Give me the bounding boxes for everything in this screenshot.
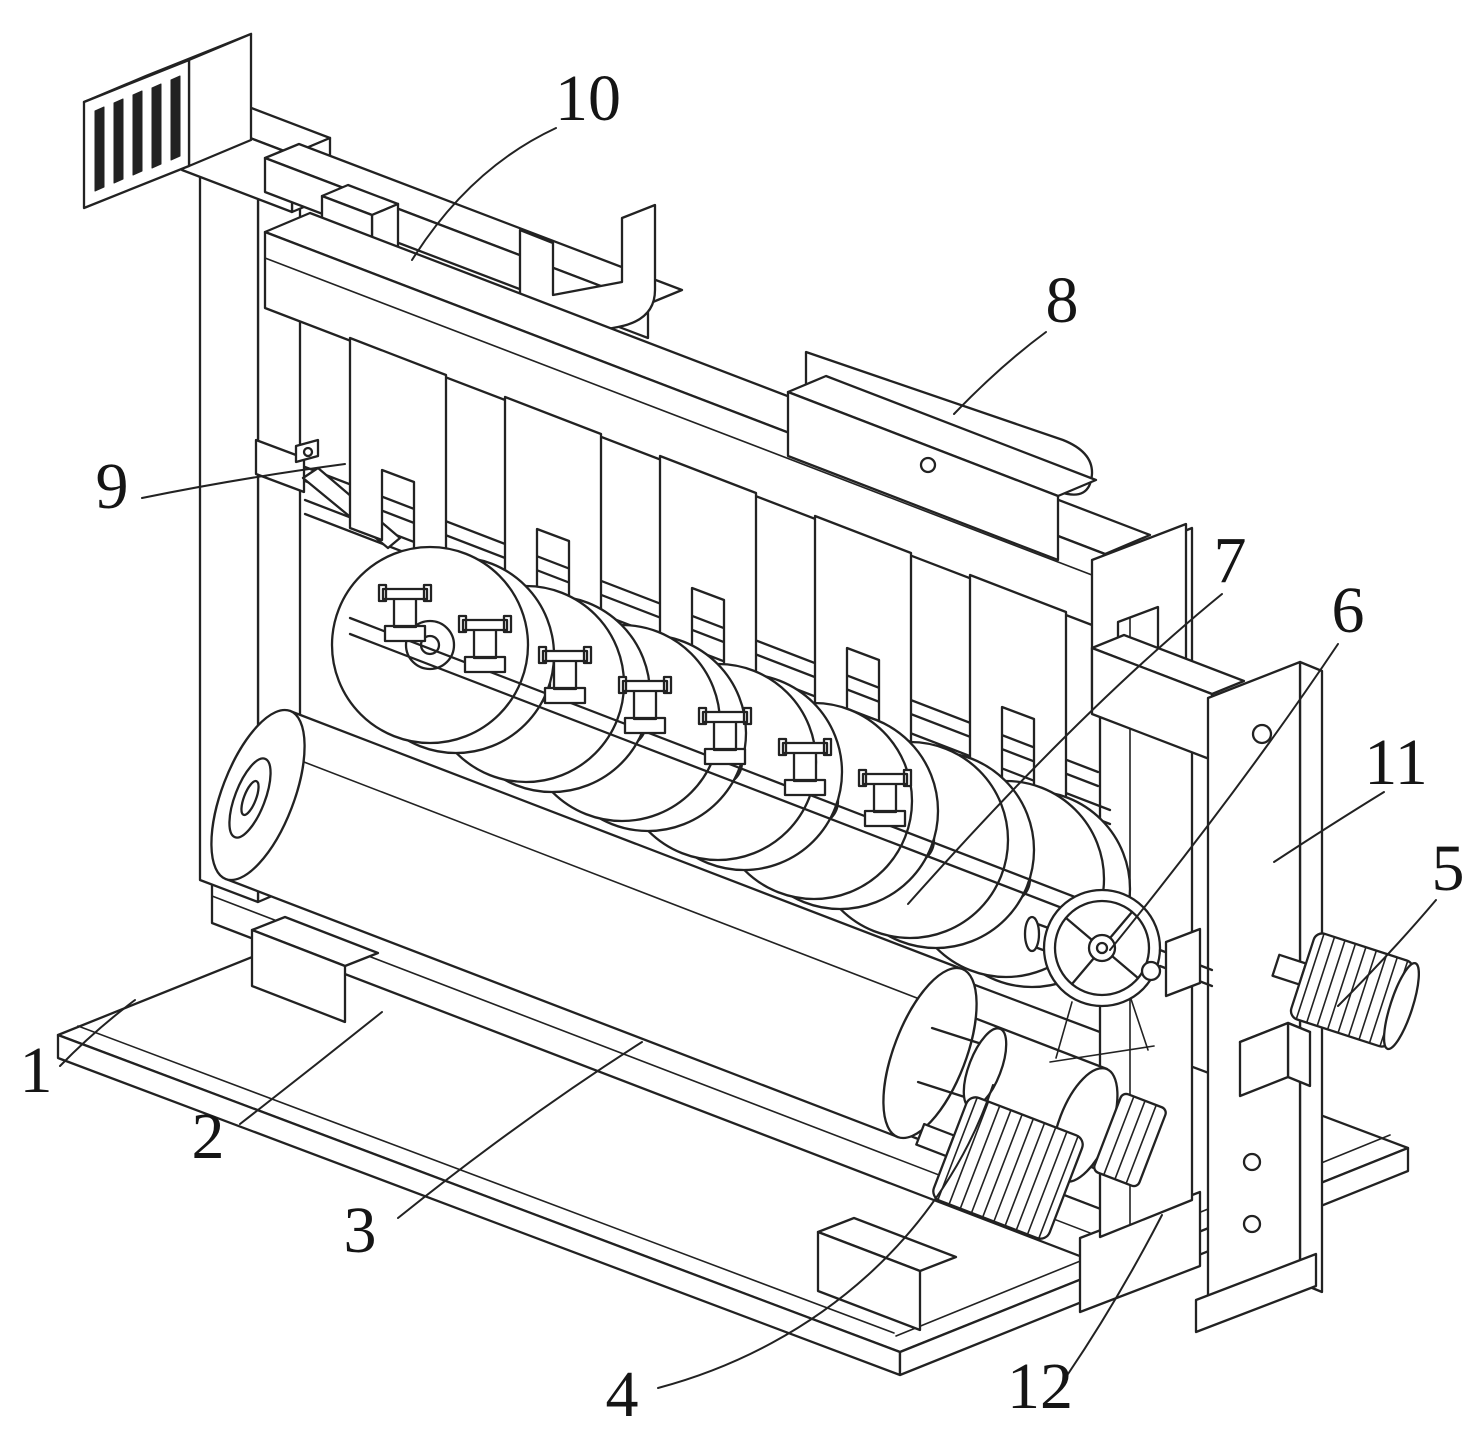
column-hole-mid [1242, 1152, 1262, 1172]
leader-lines [59, 127, 1437, 1389]
leader-line-10 [411, 127, 557, 261]
leader-line-8 [953, 331, 1047, 415]
side-motor [1271, 932, 1421, 1051]
column-knob-side [1286, 1021, 1312, 1088]
blade-clamp [457, 614, 513, 674]
blade-clamp [857, 768, 913, 828]
column-hole-top [1251, 723, 1273, 745]
main-beam-line [264, 257, 1106, 581]
hanger-strap [348, 336, 448, 566]
blade-clamp [777, 737, 833, 797]
leader-line-3 [397, 1041, 643, 1219]
leader-line-2 [239, 1011, 383, 1125]
guide-rail-end-block [254, 438, 306, 494]
drive-motor [915, 1096, 1084, 1240]
ref-label-5: 5 [1432, 832, 1465, 905]
handwheel-support [1049, 995, 1155, 1063]
handwheel-rim-inner [1053, 899, 1151, 997]
ref-labels: 1 2 3 4 5 6 7 8 9 10 11 12 [20, 62, 1465, 1431]
ref-label-7: 7 [1214, 524, 1247, 597]
right-column-front [1206, 660, 1302, 1321]
handwheel-hub-pin [1095, 941, 1109, 955]
ref-label-8: 8 [1046, 264, 1079, 337]
front-roller-hub [228, 757, 272, 839]
ref-label-4: 4 [606, 1358, 639, 1431]
handwheel-axle-end [1023, 915, 1041, 953]
left-pedestal-front [250, 928, 347, 1024]
leader-line-5 [1337, 899, 1437, 1007]
blade-clamp [697, 706, 753, 766]
guide-rail-pin [294, 438, 320, 464]
rear-coupler-fins [1102, 1095, 1158, 1185]
leader-line-12 [1067, 1214, 1163, 1375]
ref-label-10: 10 [555, 62, 621, 135]
blade-clamp [377, 583, 433, 643]
blade-clamps [377, 583, 913, 828]
handwheel-assembly [1023, 888, 1214, 1063]
drive-motor-body [932, 1096, 1084, 1240]
carriage-front [786, 390, 1060, 562]
ref-label-3: 3 [344, 1194, 377, 1267]
front-roller-shaft-end [240, 779, 260, 817]
guide-rail-pin-hole [302, 446, 314, 458]
leader-line-6 [1109, 643, 1339, 951]
handwheel-hub [1087, 933, 1117, 963]
leader-line-7 [907, 593, 1223, 905]
ref-label-11: 11 [1364, 726, 1428, 799]
ref-label-6: 6 [1332, 574, 1365, 647]
vent-slots-icon [94, 75, 181, 192]
ref-label-12: 12 [1007, 1350, 1073, 1423]
left-column [82, 32, 332, 904]
leader-line-1 [59, 999, 136, 1067]
leader-line-9 [141, 463, 346, 499]
front-roller-right-cap [882, 966, 978, 1140]
blade-clamp [617, 675, 673, 735]
leader-line-11 [1273, 791, 1385, 863]
front-roller-surface-line [277, 751, 949, 1011]
drive-motor-fins [937, 1096, 1079, 1240]
ref-label-2: 2 [192, 1100, 225, 1173]
blade-clamp [537, 645, 593, 705]
top-beam-assembly [263, 142, 1246, 762]
column-foot [1194, 1252, 1318, 1334]
rear-coupler [1093, 1092, 1167, 1188]
lead-screw-nut [1164, 927, 1202, 998]
leader-line-4 [657, 1084, 994, 1389]
ref-label-1: 1 [20, 1034, 53, 1107]
front-roller [210, 708, 978, 1140]
handwheel-spokes [1064, 910, 1140, 986]
column-hole-bottom [1242, 1214, 1262, 1234]
side-motor-cap [1382, 961, 1421, 1051]
handwheel-crank-knob [1140, 960, 1162, 982]
ref-label-9: 9 [96, 450, 129, 523]
carriage-hole [919, 456, 937, 474]
column-knob-front [1238, 1021, 1290, 1098]
